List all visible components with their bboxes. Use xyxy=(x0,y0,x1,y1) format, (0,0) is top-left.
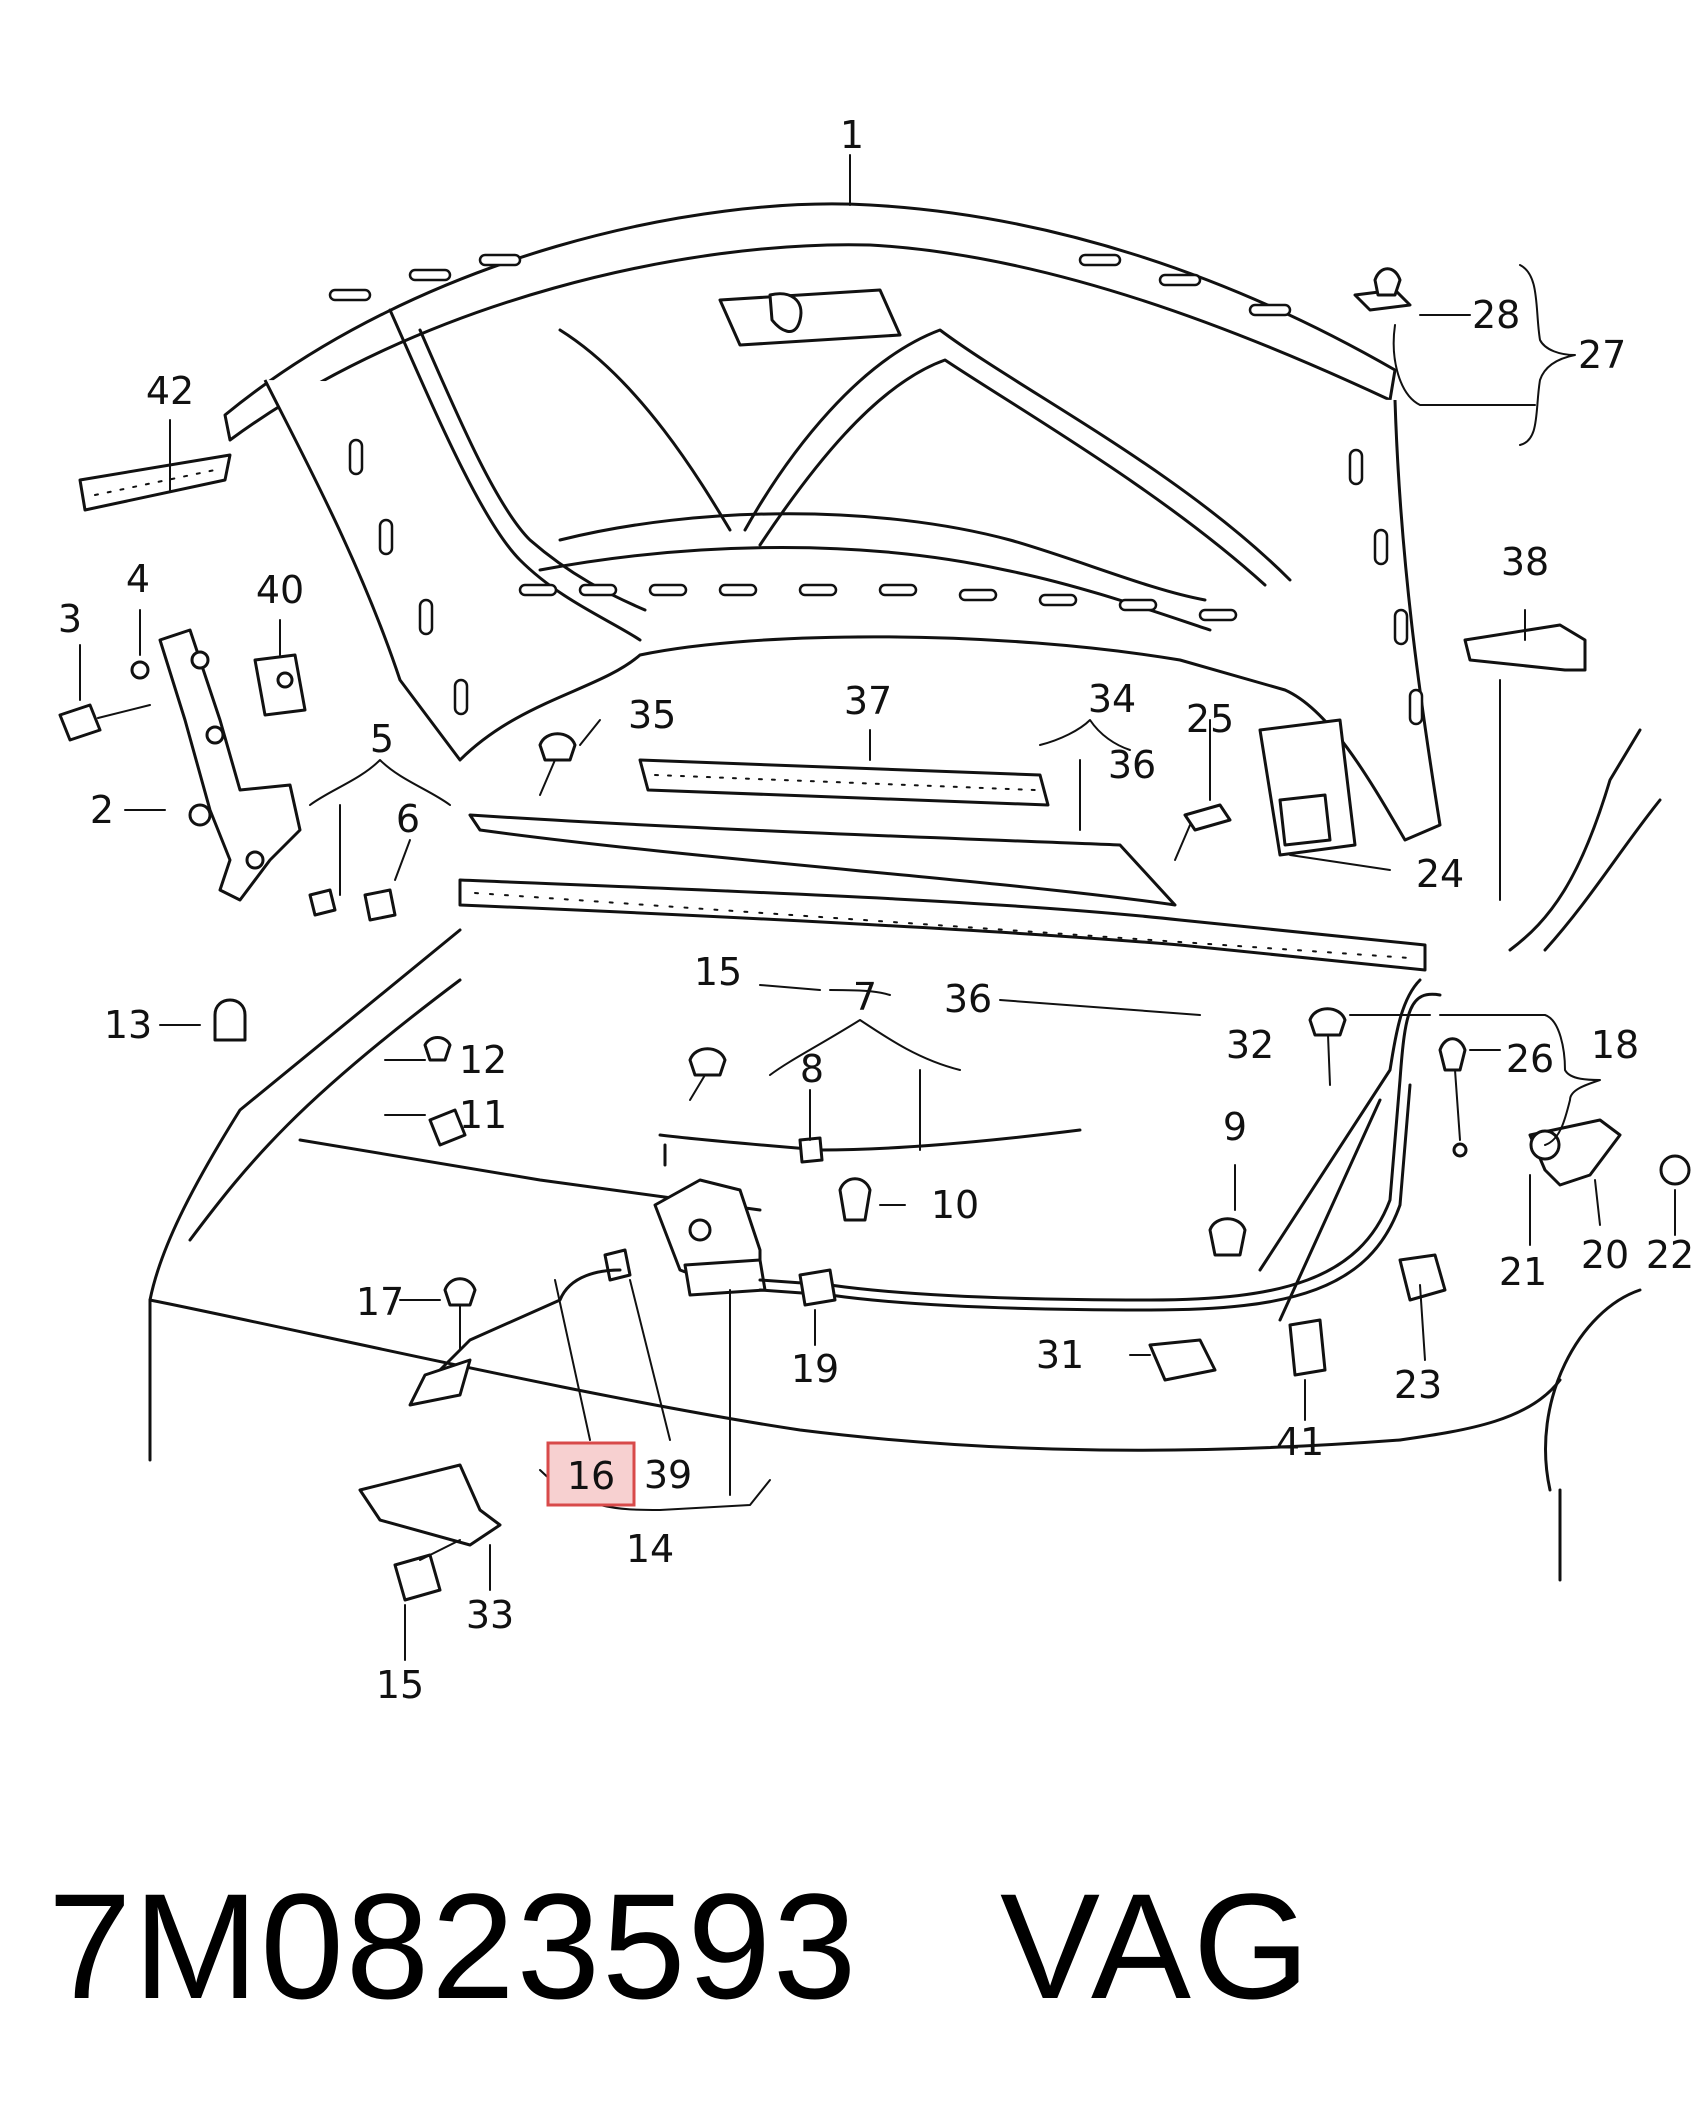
buffer-13 xyxy=(213,998,247,1042)
callout-25: 25 xyxy=(1186,697,1234,741)
callout-11: 11 xyxy=(459,1093,507,1137)
part-38 xyxy=(1463,623,1587,672)
grommet-9 xyxy=(1208,1217,1247,1257)
callout-2: 2 xyxy=(90,788,114,832)
callout-36-mid: 36 xyxy=(944,977,992,1021)
callout-21: 21 xyxy=(1499,1250,1547,1294)
part-31 xyxy=(1148,1338,1217,1382)
callout-4: 4 xyxy=(126,557,150,601)
callout-41: 41 xyxy=(1276,1420,1324,1464)
bolt-3 xyxy=(58,703,102,742)
bracket-33 xyxy=(358,1463,502,1547)
callout-35: 35 xyxy=(628,693,676,737)
callout-27: 27 xyxy=(1578,333,1626,377)
callout-19: 19 xyxy=(791,1347,839,1391)
screw-32 xyxy=(1308,1007,1347,1037)
bolt-15 xyxy=(393,1553,442,1602)
callout-labels: 1 28 27 42 38 3 4 40 2 5 6 35 37 34 36 2… xyxy=(58,113,1694,1707)
callout-31: 31 xyxy=(1036,1333,1084,1377)
callout-33: 33 xyxy=(466,1593,514,1637)
highlight-box xyxy=(546,1441,636,1507)
callout-13: 13 xyxy=(104,1003,152,1047)
callout-20: 20 xyxy=(1581,1233,1629,1277)
callout-22: 22 xyxy=(1646,1233,1694,1277)
callout-32: 32 xyxy=(1226,1023,1274,1067)
callout-6: 6 xyxy=(396,797,420,841)
brand-name: VAG xyxy=(1000,1862,1312,2030)
clip-22 xyxy=(1659,1154,1691,1186)
washer-4 xyxy=(130,660,150,680)
strip-42 xyxy=(78,453,232,512)
exploded-parts-diagram: 1 28 27 42 38 3 4 40 2 5 6 35 37 34 36 2… xyxy=(58,113,1694,1707)
callout-1: 1 xyxy=(840,113,864,157)
callout-3: 3 xyxy=(58,597,82,641)
callout-37: 37 xyxy=(844,679,892,723)
bonnet-panel xyxy=(223,202,1442,842)
part-number: 7M0823593 xyxy=(48,1862,859,2030)
callout-36-top: 36 xyxy=(1108,743,1156,787)
clip-23 xyxy=(1398,1253,1447,1302)
callout-16-highlighted: 16 xyxy=(567,1454,615,1498)
hinge-assembly xyxy=(58,628,397,922)
callout-17: 17 xyxy=(356,1280,404,1324)
callout-9: 9 xyxy=(1223,1105,1247,1149)
clip-26 xyxy=(1438,1037,1467,1072)
callout-8: 8 xyxy=(800,1047,824,1091)
screw-15-upper xyxy=(688,1047,727,1077)
callout-40: 40 xyxy=(256,568,304,612)
callout-28: 28 xyxy=(1472,293,1520,337)
callout-24: 24 xyxy=(1416,852,1464,896)
callout-34: 34 xyxy=(1088,677,1136,721)
callout-15-lower: 15 xyxy=(376,1663,424,1707)
bush-11 xyxy=(428,1108,467,1147)
callout-15-upper: 15 xyxy=(694,950,742,994)
part-info-footer: 7M0823593 VAG xyxy=(30,1860,1670,2060)
lock-and-cable xyxy=(213,992,1442,1602)
callout-38: 38 xyxy=(1501,540,1549,584)
seal-strips xyxy=(78,453,1427,972)
clip-10 xyxy=(838,1177,872,1222)
bolt-35 xyxy=(538,732,577,762)
pin-25 xyxy=(1183,803,1232,832)
callout-10: 10 xyxy=(931,1183,979,1227)
callout-18: 18 xyxy=(1591,1023,1639,1067)
callout-39: 39 xyxy=(644,1453,692,1497)
callout-5: 5 xyxy=(370,717,394,761)
callout-42: 42 xyxy=(146,369,194,413)
callout-12: 12 xyxy=(459,1038,507,1082)
leader-lines xyxy=(79,154,1676,1661)
hook-17 xyxy=(408,1358,472,1407)
callout-7: 7 xyxy=(853,975,877,1019)
body-outline xyxy=(148,728,1662,1582)
part-41 xyxy=(1288,1318,1327,1377)
callout-14: 14 xyxy=(626,1527,674,1571)
callout-23: 23 xyxy=(1394,1363,1442,1407)
screw-12 xyxy=(423,1036,452,1062)
right-side-parts xyxy=(538,267,1691,1302)
spring-39 xyxy=(603,1248,632,1282)
bonnet-slots xyxy=(328,253,1424,726)
cable-8 xyxy=(798,1136,824,1164)
callout-26: 26 xyxy=(1506,1037,1554,1081)
sleeve-19 xyxy=(798,1268,837,1307)
bolt-17 xyxy=(443,1277,477,1307)
